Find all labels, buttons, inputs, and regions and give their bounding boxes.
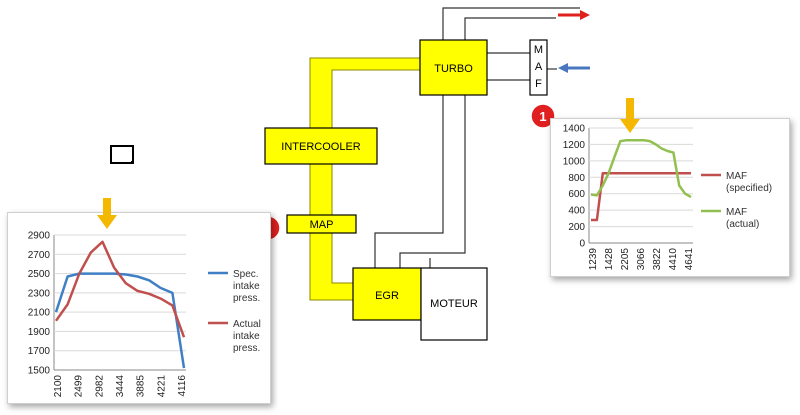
intake-pressure-chart-card: 1500 1700 1900 2100 2300 2500 2700 2900 2100 2499…	[7, 212, 271, 404]
intake-chart-y-tick-label: 2100	[28, 308, 51, 319]
maf-chart-y-tick-label: 800	[568, 173, 585, 184]
maf-chart-y-tick-label: 600	[568, 189, 585, 200]
moteur-block: MOTEUR	[420, 267, 488, 341]
turbo-label: TURBO	[434, 63, 473, 75]
maf-chart-y-tick-label: 0	[579, 239, 585, 250]
intake-chart-x-tick-label: 2100	[53, 375, 64, 398]
intake-chart-legend-label-2: intake	[233, 331, 260, 342]
marker-1: 1	[530, 103, 556, 129]
intake-chart-legend-label-1: intake	[233, 281, 260, 292]
intake-chart-x-tick-label: 2982	[94, 375, 105, 398]
maf-chart-series-2-line	[590, 139, 692, 199]
intercooler-label: INTERCOOLER	[281, 141, 361, 153]
intake-chart-y-tick-label: 1500	[28, 366, 51, 377]
moteur-label: MOTEUR	[430, 298, 478, 310]
square-outline-icon	[110, 145, 134, 164]
turbo-block: TURBO	[419, 39, 488, 96]
intake-chart-y-tick-label: 2700	[28, 250, 51, 261]
intake-chart-x-tick-label: 4116	[177, 375, 188, 397]
exhaust-lines	[374, 7, 580, 268]
intake-pipe	[309, 57, 421, 301]
maf-chart-x-tick-label: 3066	[636, 248, 647, 271]
intake-chart-legend-label-1: Spec.	[233, 269, 259, 280]
maf-chart-x-tick-label: 4641	[684, 248, 695, 271]
intake-chart-y-tick-label: 2300	[28, 288, 51, 299]
arrow-right-icon	[558, 10, 590, 20]
maf-sensor: M A F	[529, 39, 548, 96]
map-label: MAP	[310, 219, 334, 231]
maf-chart-legend-label-1: MAF	[726, 171, 747, 182]
egr-label: EGR	[375, 290, 399, 302]
intake-chart-legend-label-1: press.	[233, 293, 260, 304]
maf-chart-legend-label-2: MAF	[726, 207, 747, 218]
intake-chart-x-tick-label: 4221	[156, 375, 167, 398]
intake-chart-series-2-line	[54, 240, 186, 338]
intake-chart-y-tick-label: 1700	[28, 346, 51, 357]
maf-chart-y-tick-label: 200	[568, 222, 585, 233]
maf-chart-x-tick-label: 2205	[620, 248, 631, 271]
maf-chart-x-tick-label: 1428	[604, 248, 615, 271]
maf-chart-y-tick-label: 1200	[563, 140, 586, 151]
intake-chart-y-tick-label: 1900	[28, 327, 51, 338]
maf-chart-x-tick-label: 1239	[588, 248, 599, 271]
arrow-left-icon	[558, 63, 590, 73]
intake-chart-x-tick-label: 2499	[74, 375, 85, 398]
arrow-down-icon	[97, 198, 117, 229]
maf-letter-f: F	[535, 78, 542, 90]
maf-letter-a: A	[535, 61, 543, 73]
maf-letter-m: M	[534, 44, 543, 56]
maf-chart-legend-label-1: (specified)	[726, 183, 772, 194]
maf-chart-y-tick-label: 400	[568, 206, 585, 217]
maf-chart-legend-label-2: (actual)	[726, 219, 759, 230]
intake-chart-x-tick-label: 3444	[115, 375, 126, 398]
intake-chart-legend-label-2: press.	[233, 343, 260, 354]
intake-chart-x-tick-label: 3885	[136, 375, 147, 398]
maf-chart: 0 200 400 600 800 1000 1200 1400 1239 1428 2205 306…	[563, 124, 772, 271]
intake-pressure-chart: 1500 1700 1900 2100 2300 2500 2700 2900 2100 2499…	[28, 231, 261, 398]
intercooler-block: INTERCOOLER	[264, 127, 378, 165]
maf-chart-y-tick-label: 1400	[563, 124, 586, 135]
map-block: MAP	[286, 214, 357, 234]
maf-chart-x-tick-label: 3822	[652, 248, 663, 271]
maf-chart-y-tick-label: 1000	[563, 156, 586, 167]
egr-block: EGR	[352, 267, 422, 321]
intake-chart-y-tick-label: 2900	[28, 231, 51, 242]
maf-chart-card: 0 200 400 600 800 1000 1200 1400 1239 1428 2205 306…	[550, 118, 790, 277]
intake-chart-legend-label-2: Actual	[233, 319, 261, 330]
maf-chart-x-tick-label: 4410	[668, 248, 679, 271]
arrow-down-icon	[620, 98, 640, 133]
marker-1-label: 1	[539, 109, 546, 124]
intake-chart-y-tick-label: 2500	[28, 269, 51, 280]
